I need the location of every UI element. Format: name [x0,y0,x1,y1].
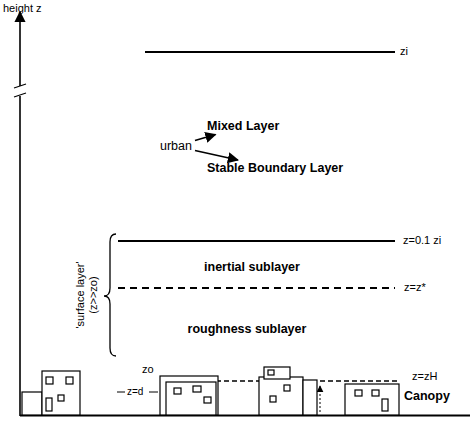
roughness-length-line [160,380,398,382]
height-label: z=d [127,387,143,397]
window [58,395,64,401]
ground-line [20,415,470,417]
layer-text-node: Mixed Layer [205,119,281,134]
height-label: zi [400,46,408,57]
source-label: urban [160,140,192,153]
axis-label: height z [3,3,42,14]
building [345,384,399,415]
axis-break-gap [14,86,26,96]
building [264,367,290,379]
window [270,396,276,402]
window [174,388,181,394]
window [46,377,53,384]
layer-text-node: urban [158,139,194,154]
axis-break-mark [14,93,26,97]
brace-label: 'surface layer' [75,261,86,328]
building [22,392,42,415]
layer-name: Mixed Layer [207,120,279,133]
window [268,370,274,375]
height-label: zo [142,364,154,375]
canopy-height-marker [320,386,321,412]
axis-break-mark [14,84,26,88]
boundary-line [118,240,395,242]
building [160,376,218,415]
window [372,390,379,396]
arrow-connector [195,135,215,141]
building [166,382,216,415]
window [355,390,362,396]
window [204,397,211,403]
height-axis [19,12,21,416]
layer-name: Canopy [404,390,450,403]
window [284,385,290,391]
height-label: z=zH [412,371,437,382]
displacement-tick [117,392,125,393]
layer-name: roughness sublayer [188,323,307,336]
height-label: z=z* [404,282,426,293]
height-label: z=0.1 zi [403,235,441,246]
layer-name: Stable Boundary Layer [207,162,343,175]
displacement-tick [149,392,158,393]
surface-layer-brace [104,234,116,356]
door [46,398,52,411]
door [382,399,388,411]
layer-text-node: Stable Boundary Layer [205,161,345,176]
dashed-boundary-line [118,287,395,289]
building [42,371,80,415]
layer-name: inertial sublayer [204,261,300,274]
connector-group [195,135,238,161]
window [66,377,73,384]
brace-label: (z>>zo) [88,276,99,313]
window [193,386,201,392]
building [259,377,303,415]
arrow-connector [195,150,238,160]
building [303,380,317,415]
boundary-line [145,51,395,53]
